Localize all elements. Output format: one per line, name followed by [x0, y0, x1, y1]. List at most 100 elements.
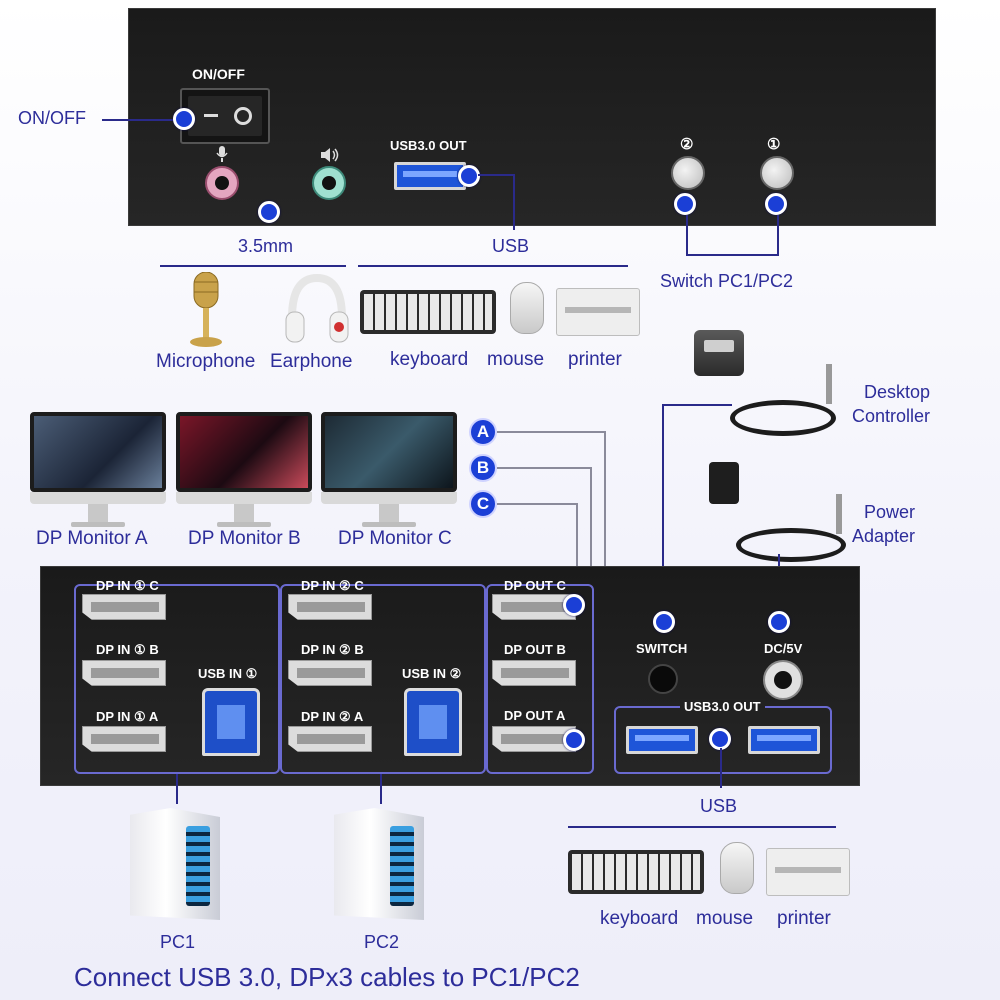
pc2-dp-a-label: DP IN ② A — [301, 709, 364, 724]
pc1-dp-c-label: DP IN ① C — [96, 578, 159, 593]
headphone-jack[interactable] — [312, 166, 346, 200]
dc-port-dot — [768, 611, 790, 633]
switch-button-2[interactable] — [671, 156, 705, 190]
dp-out-b-label: DP OUT B — [504, 642, 566, 657]
switch-1-leader — [777, 215, 779, 255]
microphone-icon — [186, 271, 226, 348]
cable-a-h — [497, 431, 605, 433]
onoff-dot — [173, 108, 195, 130]
usb-bottom-leader — [720, 748, 722, 788]
printer-icon-top — [556, 288, 640, 336]
pc2-label: PC2 — [364, 932, 400, 952]
usb-top-dot — [458, 165, 480, 187]
letter-badge-a: A — [469, 418, 497, 446]
pc1-dp-a-label: DP IN ① A — [96, 709, 159, 724]
controller-line-v — [662, 404, 664, 616]
monitor-b — [176, 412, 312, 527]
pc1-dp-a-port[interactable] — [82, 726, 166, 752]
pc2-dp-c-port[interactable] — [288, 594, 372, 620]
dp-out-a-dot — [563, 729, 585, 751]
pc1-dp-c-port[interactable] — [82, 594, 166, 620]
pc2-usb-in-label: USB IN ② — [402, 666, 462, 681]
power-rocker-switch[interactable] — [180, 88, 270, 144]
cable-b-h — [497, 467, 591, 469]
switch-port-dot — [653, 611, 675, 633]
usb3-port-rear-2[interactable] — [748, 726, 820, 754]
power-adapter-icon — [709, 462, 739, 504]
pc2-dp-c-label: DP IN ② C — [301, 578, 364, 593]
mic-icon — [216, 146, 228, 162]
pc1-leader — [176, 774, 178, 804]
controller-plug — [826, 364, 832, 404]
usb3-rear-dot — [709, 728, 731, 750]
switch-2-leader — [686, 215, 688, 255]
printer-icon-bottom — [766, 848, 850, 896]
dp-out-a-port[interactable] — [492, 726, 576, 752]
dp-out-c-port[interactable] — [492, 594, 576, 620]
microphone-label: Microphone — [156, 351, 256, 372]
mic-jack[interactable] — [205, 166, 239, 200]
cable-c-v — [576, 503, 578, 603]
desktop-controller-icon — [694, 330, 744, 376]
switch-join-line — [686, 254, 779, 256]
pc1-tower-icon — [130, 808, 220, 920]
monitor-c — [321, 412, 457, 527]
monitor-a — [30, 412, 166, 527]
footer-caption: Connect USB 3.0, DPx3 cables to PC1/PC2 — [74, 962, 580, 992]
monitor-c-label: DP Monitor C — [338, 528, 452, 549]
pc1-dp-b-port[interactable] — [82, 660, 166, 686]
switch-1-dot — [765, 193, 787, 215]
desktop-controller-callout: Desktop Controller — [852, 382, 931, 426]
adapter-cable — [736, 528, 846, 562]
pc2-dp-a-port[interactable] — [288, 726, 372, 752]
power-adapter-callout: Power Adapter — [852, 502, 916, 546]
dp-out-a-label: DP OUT A — [504, 708, 566, 723]
onoff-callout: ON/OFF — [18, 108, 86, 128]
dc-power-port[interactable] — [763, 660, 803, 700]
mouse-icon-bottom — [720, 842, 754, 894]
usb-bottom-callout: USB — [700, 796, 738, 816]
pc2-leader — [380, 774, 382, 804]
dc-port-label: DC/5V — [764, 641, 803, 656]
earphone-label: Earphone — [270, 351, 353, 372]
mouse-icon-top — [510, 282, 544, 334]
usb-top-bracket-line — [358, 265, 628, 267]
pc2-tower-icon — [334, 808, 424, 920]
controller-cable — [730, 400, 836, 436]
pc2-usb-b-port[interactable] — [404, 688, 462, 756]
usb-top-callout: USB — [492, 236, 530, 256]
printer-label-top: printer — [568, 349, 622, 370]
button-1-label: ① — [767, 136, 781, 153]
controller-line-h — [662, 404, 732, 406]
dp-out-b-port[interactable] — [492, 660, 576, 686]
usb3-port-rear-1[interactable] — [626, 726, 698, 754]
monitor-a-label: DP Monitor A — [36, 528, 148, 549]
adapter-plug — [836, 494, 842, 534]
switch-button-1[interactable] — [760, 156, 794, 190]
letter-badge-c: C — [469, 490, 497, 518]
switch-2-dot — [674, 193, 696, 215]
usb-top-leader-v — [513, 174, 515, 230]
usb3-port-top[interactable] — [394, 162, 466, 190]
audio-dot — [258, 201, 280, 223]
audio-callout: 3.5mm — [238, 236, 294, 256]
pc1-port-group — [74, 584, 280, 774]
button-2-label: ② — [680, 136, 694, 153]
dp-out-group — [486, 584, 594, 774]
pc2-dp-b-port[interactable] — [288, 660, 372, 686]
usb3-out-rear-label: USB3.0 OUT — [680, 699, 765, 714]
printer-label-bottom: printer — [777, 908, 831, 929]
monitor-b-label: DP Monitor B — [188, 528, 301, 549]
dp-out-c-label: DP OUT C — [504, 578, 566, 593]
keyboard-icon-top — [360, 290, 496, 334]
mouse-label-bottom: mouse — [696, 908, 754, 929]
switch-port[interactable] — [648, 664, 678, 694]
onoff-leader-line — [102, 119, 178, 121]
pc1-usb-b-port[interactable] — [202, 688, 260, 756]
letter-badge-b: B — [469, 454, 497, 482]
pc1-label: PC1 — [160, 932, 196, 952]
pc1-dp-b-label: DP IN ① B — [96, 642, 159, 657]
pc1-usb-in-label: USB IN ① — [198, 666, 258, 681]
usb-bottom-bracket-line — [568, 826, 836, 828]
pc2-dp-b-label: DP IN ② B — [301, 642, 364, 657]
